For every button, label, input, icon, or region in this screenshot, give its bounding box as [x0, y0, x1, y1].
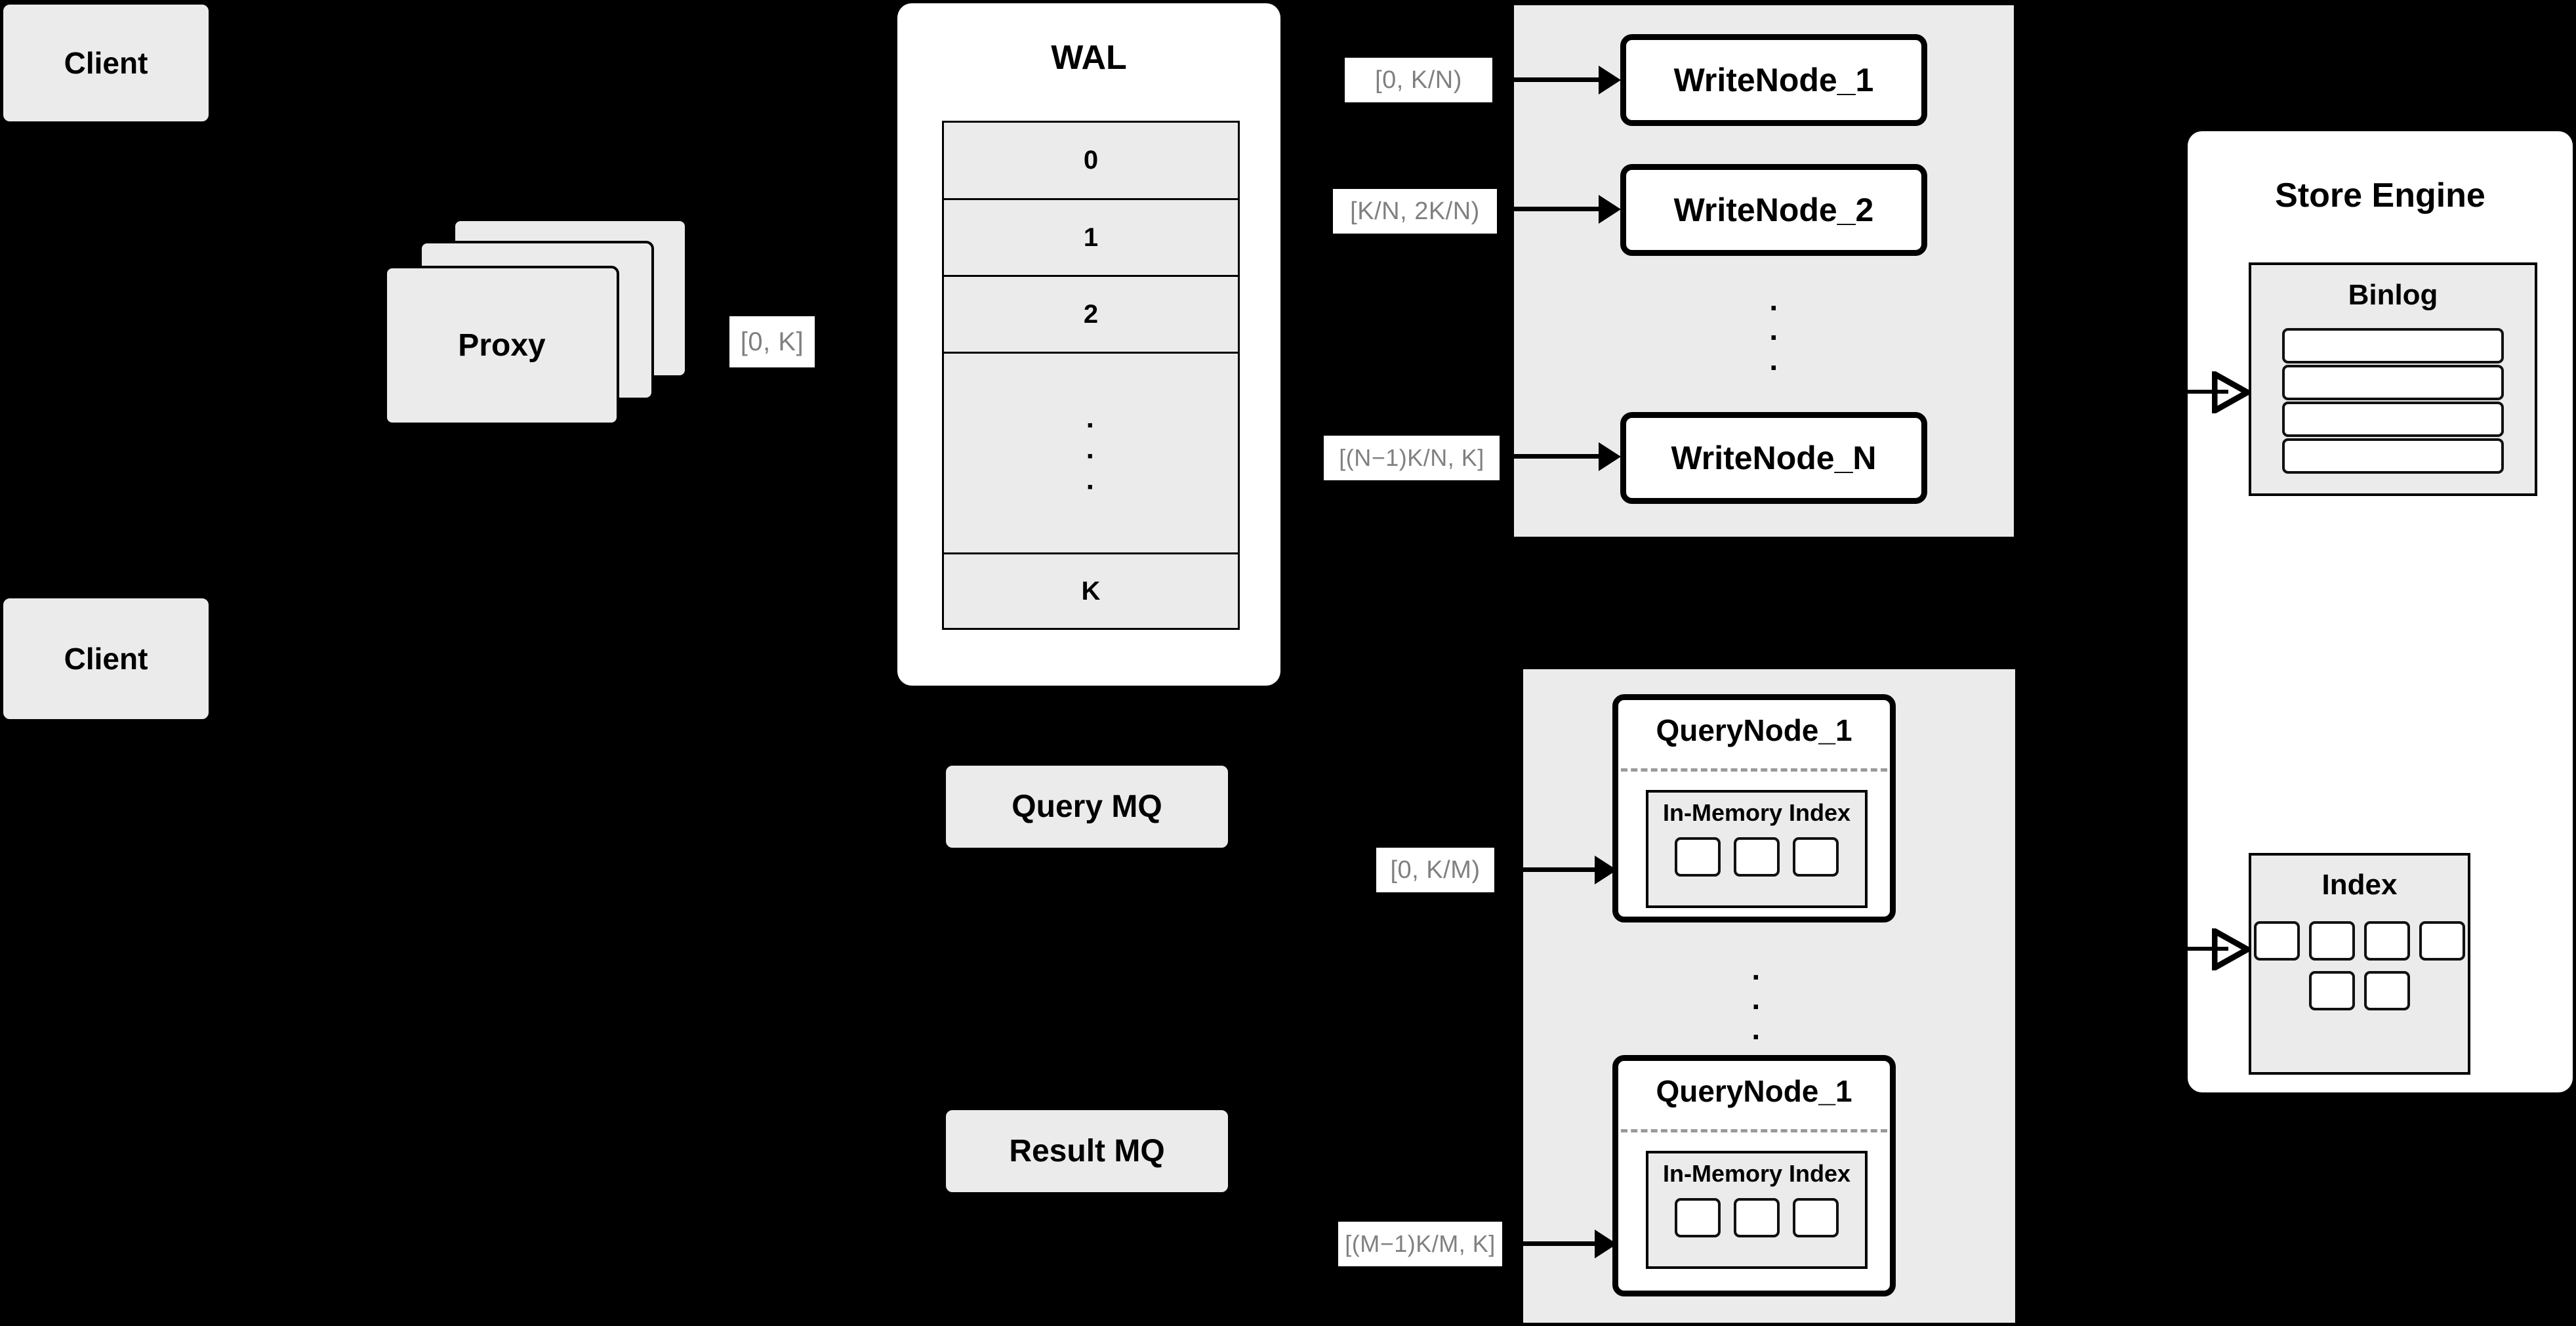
store-index-slot: [2419, 921, 2465, 961]
index-slot: [1793, 837, 1839, 877]
store-index-slot: [2254, 921, 2300, 961]
store-index-label: Index: [2321, 869, 2398, 901]
query-node-1-arrow-line: [1523, 867, 1602, 872]
index-slot: [1675, 837, 1721, 877]
index-slot: [1793, 1198, 1839, 1237]
query-node-1-label: QueryNode_1: [1656, 713, 1852, 747]
wal-log-table: 0 1 2 · · · K: [942, 121, 1240, 630]
client-node-2-label: Client: [64, 642, 148, 676]
proxy-node-label: Proxy: [458, 328, 546, 363]
client-node-1-label: Client: [64, 46, 148, 80]
query-mq-label: Query MQ: [1012, 789, 1162, 824]
query-node-m-label-row: QueryNode_1: [1618, 1061, 1890, 1121]
store-index-slot: [2364, 921, 2410, 961]
query-node-1-in-memory-index: In-Memory Index: [1646, 790, 1868, 908]
wal-row: 0: [944, 123, 1238, 200]
wal-row-last: K: [944, 554, 1238, 628]
query-node-1-index-label: In-Memory Index: [1662, 799, 1851, 826]
write-node-1-arrow-head: [1599, 66, 1621, 94]
store-index-slot: [2364, 971, 2410, 1010]
write-node-n[interactable]: WriteNode_N: [1620, 412, 1927, 504]
query-mq-node[interactable]: Query MQ: [946, 766, 1228, 848]
query-node-m-index-label: In-Memory Index: [1662, 1160, 1851, 1187]
store-index-slot: [2309, 921, 2355, 961]
write-node-1[interactable]: WriteNode_1: [1620, 34, 1927, 126]
query-node-1-range-label: [0, K/M): [1376, 848, 1494, 892]
wal-row-ellipsis: · · ·: [944, 354, 1238, 554]
result-mq-node[interactable]: Result MQ: [946, 1110, 1228, 1192]
write-node-n-range-label: [(N−1)K/N, K]: [1324, 436, 1500, 480]
write-node-2-arrow-head: [1599, 195, 1621, 224]
result-mq-label: Result MQ: [1009, 1134, 1165, 1169]
query-node-m-label: QueryNode_1: [1656, 1074, 1852, 1108]
store-index-slot: [2309, 971, 2355, 1010]
binlog-inbound-arrow-line: [2157, 390, 2228, 394]
proxy-output-range-label: [0, K]: [729, 316, 815, 367]
store-index-box: Index: [2249, 853, 2470, 1075]
write-node-2-range-label: [K/N, 2K/N): [1333, 189, 1497, 234]
write-node-cluster-ellipsis: · · ·: [1769, 291, 1780, 384]
query-node-1[interactable]: QueryNode_1 In-Memory Index: [1612, 694, 1896, 922]
index-slot: [1734, 837, 1780, 877]
query-node-m-in-memory-index: In-Memory Index: [1646, 1151, 1868, 1269]
binlog-segment: [2282, 328, 2504, 363]
query-node-m-range-label: [(M−1)K/M, K]: [1338, 1222, 1502, 1266]
index-slot: [1734, 1198, 1780, 1237]
binlog-box: Binlog: [2249, 262, 2537, 496]
binlog-label: Binlog: [2348, 279, 2438, 311]
write-node-1-label: WriteNode_1: [1673, 62, 1874, 98]
index-slot: [1675, 1198, 1721, 1237]
write-node-2-label: WriteNode_2: [1673, 192, 1874, 228]
store-index-inbound-arrow-line: [2157, 947, 2228, 951]
wal-title: WAL: [1051, 39, 1127, 77]
write-node-n-arrow-line: [1514, 454, 1606, 459]
write-node-n-label: WriteNode_N: [1671, 440, 1877, 476]
client-node-2[interactable]: Client: [3, 598, 209, 719]
store-engine-title: Store Engine: [2275, 176, 2485, 215]
proxy-node[interactable]: Proxy: [384, 266, 619, 425]
binlog-segment: [2282, 365, 2504, 400]
query-node-cluster-ellipsis: · · ·: [1751, 960, 1762, 1054]
query-node-m[interactable]: QueryNode_1 In-Memory Index: [1612, 1055, 1896, 1296]
client-node-1[interactable]: Client: [3, 5, 209, 121]
write-node-n-arrow-head: [1599, 442, 1621, 471]
binlog-segment: [2282, 402, 2504, 437]
wal-row: 1: [944, 200, 1238, 277]
write-node-1-arrow-line: [1514, 77, 1606, 82]
binlog-segment: [2282, 438, 2504, 474]
query-node-m-arrow-line: [1523, 1241, 1602, 1246]
query-node-1-separator: [1621, 768, 1887, 772]
write-node-2[interactable]: WriteNode_2: [1620, 164, 1927, 256]
query-node-m-separator: [1621, 1129, 1887, 1132]
write-node-2-arrow-line: [1514, 207, 1606, 211]
wal-row: 2: [944, 277, 1238, 354]
write-node-1-range-label: [0, K/N): [1345, 58, 1492, 102]
query-node-1-label-row: QueryNode_1: [1618, 700, 1890, 760]
